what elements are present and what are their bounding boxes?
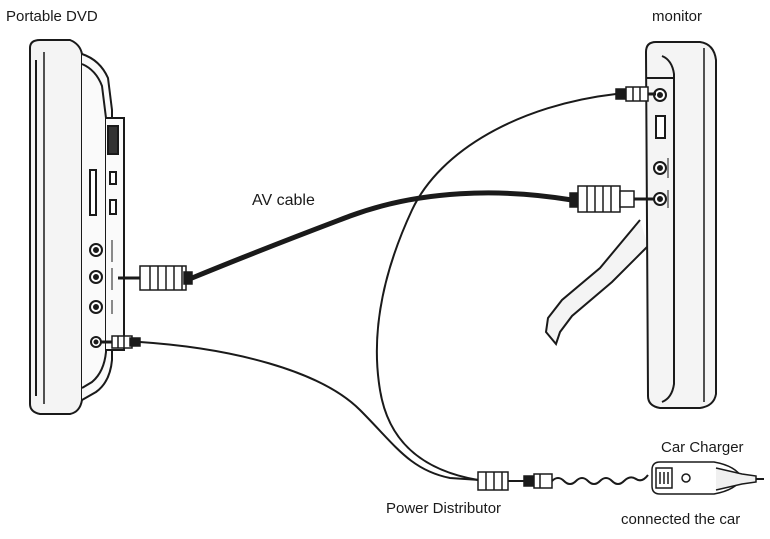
power-cable-monitor xyxy=(375,93,617,481)
connected-car-label: connected the car xyxy=(621,511,741,528)
power-distributor xyxy=(477,471,553,491)
car-charger xyxy=(651,461,764,495)
power-plug-dvd xyxy=(100,335,141,349)
monitor-device xyxy=(544,41,717,409)
power-distributor-label: Power Distributor xyxy=(386,500,502,517)
monitor-label: monitor xyxy=(652,8,703,25)
charger-cable xyxy=(551,474,649,485)
portable-dvd-device xyxy=(29,39,125,415)
av-plug-monitor xyxy=(569,185,654,213)
av-cable xyxy=(189,190,575,281)
power-cable-dvd xyxy=(139,341,481,481)
portable-dvd-label: Portable DVD xyxy=(6,8,98,25)
car-charger-label: Car Charger xyxy=(661,439,744,456)
av-plug-dvd xyxy=(118,265,193,291)
av-cable-label: AV cable xyxy=(252,192,315,209)
